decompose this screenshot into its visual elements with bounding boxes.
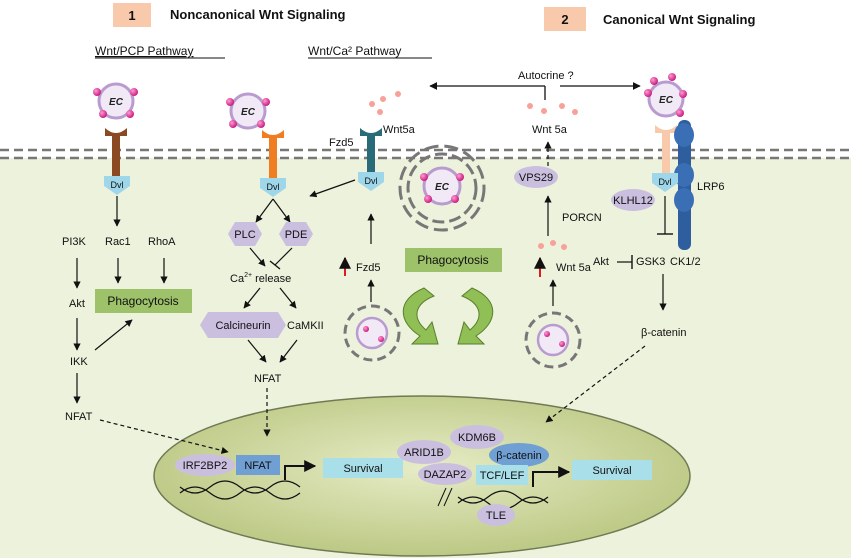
dvl-ca: Dvl — [260, 178, 286, 197]
dvl-canonical: Dvl — [652, 173, 678, 192]
svg-text:KDM6B: KDM6B — [458, 432, 496, 444]
dna-right-strand2 — [457, 490, 549, 504]
phagosome-left — [343, 304, 401, 362]
nfat-label-pcp: NFAT — [65, 411, 93, 423]
svg-text:TCF/LEF: TCF/LEF — [480, 470, 525, 482]
porcn-label: PORCN — [562, 212, 602, 224]
tss-arrow-right — [532, 466, 571, 487]
ck12-label: CK1/2 — [670, 256, 701, 268]
ec-cell-pcp: EC — [93, 82, 138, 120]
calcineurin-node: Calcineurin — [200, 312, 286, 338]
dna-left — [179, 486, 301, 500]
beta-catenin-nuclear-node: β-catenin — [489, 443, 549, 467]
camkii-label: CaMKII — [287, 320, 324, 332]
beta-catenin-label: β-catenin — [641, 327, 686, 339]
dvl-pcp: Dvl — [104, 176, 130, 195]
tcf-lef-node: TCF/LEF — [476, 465, 528, 485]
ca-release-label: Ca2+ release — [230, 272, 291, 285]
section-1-box — [113, 3, 151, 27]
phagocytosis-box-center — [405, 248, 502, 272]
survival-box-right — [572, 460, 652, 480]
svg-text:Calcineurin: Calcineurin — [215, 320, 270, 332]
svg-text:EC: EC — [241, 107, 256, 118]
receptor-ca — [262, 130, 284, 178]
pcp-pathway-title: Wnt/PCP Pathway — [95, 44, 193, 58]
svg-text:Survival: Survival — [343, 463, 382, 475]
svg-text:NFAT: NFAT — [244, 460, 272, 472]
dvl-fzd5: Dvl — [358, 172, 384, 191]
svg-text:Dvl: Dvl — [111, 180, 124, 190]
kdm6b-node: KDM6B — [450, 425, 504, 449]
fzd5-label: Fzd5 — [356, 262, 380, 274]
fzd5-label-top: Fzd5 — [329, 137, 353, 149]
wnt5a-label-mid: Wnt 5a — [532, 124, 568, 136]
svg-text:Dvl: Dvl — [267, 182, 280, 192]
nfat-nuclear-node: NFAT — [236, 455, 280, 475]
ec-cell-canonical: EC — [644, 73, 687, 118]
wnt5a-label-top: Wnt5a — [383, 124, 416, 136]
ikk-label: IKK — [70, 356, 88, 368]
svg-text:KLHL12: KLHL12 — [613, 195, 653, 207]
svg-text:EC: EC — [435, 182, 450, 193]
svg-text:Dvl: Dvl — [659, 177, 672, 187]
section-2-box — [544, 7, 586, 31]
akt-label-canonical: Akt — [593, 256, 609, 268]
phagocytic-cup: EC — [398, 144, 486, 232]
section-2-title: Canonical Wnt Signaling — [603, 12, 755, 27]
svg-text:PLC: PLC — [234, 229, 255, 241]
tle-node: TLE — [477, 504, 515, 526]
svg-text:Dvl: Dvl — [365, 176, 378, 186]
phagocytosis-box-pcp — [95, 289, 192, 313]
arid1b-node: ARID1B — [397, 440, 451, 464]
svg-text:EC: EC — [659, 95, 674, 106]
receptor-fzd5 — [360, 128, 382, 172]
lrp6-receptor — [674, 120, 694, 250]
svg-text:Survival: Survival — [592, 465, 631, 477]
receptor-pcp — [105, 128, 127, 176]
green-arrow-right — [457, 287, 494, 345]
dazap2-node: DAZAP2 — [418, 463, 472, 485]
plc-node: PLC — [228, 222, 262, 246]
lrp6-label: LRP6 — [697, 181, 725, 193]
svg-text:IRF2BP2: IRF2BP2 — [183, 460, 228, 472]
section-1-title: Noncanonical Wnt Signaling — [170, 7, 346, 22]
irf2bp2-node: IRF2BP2 — [175, 454, 235, 476]
section-1-number: 1 — [128, 8, 135, 23]
ca-pathway-title: Wnt/Ca² Pathway — [308, 44, 401, 58]
pde-node: PDE — [279, 222, 313, 246]
gsk3-label: GSK3 — [636, 256, 665, 268]
green-arrow-left — [402, 287, 439, 345]
ec-cell-ca: EC — [226, 92, 270, 130]
pi3k-label: PI3K — [62, 236, 87, 248]
svg-text:β-catenin: β-catenin — [496, 450, 541, 462]
vps29-node: VPS29 — [514, 166, 558, 188]
svg-text:PDE: PDE — [285, 229, 308, 241]
svg-text:ARID1B: ARID1B — [404, 447, 444, 459]
rhoa-label: RhoA — [148, 236, 176, 248]
rac1-label: Rac1 — [105, 236, 131, 248]
dna-break-2 — [443, 487, 453, 507]
wnt5a-label-bottom: Wnt 5a — [556, 262, 592, 274]
akt-label-pcp: Akt — [69, 298, 85, 310]
svg-text:Phagocytosis: Phagocytosis — [107, 294, 178, 308]
svg-text:Phagocytosis: Phagocytosis — [417, 253, 488, 267]
ec-label: EC — [109, 97, 124, 108]
dna-break-1 — [437, 487, 447, 507]
svg-text:VPS29: VPS29 — [519, 172, 553, 184]
phagosome-right — [524, 311, 582, 369]
section-2-number: 2 — [561, 12, 568, 27]
nfat-label-ca: NFAT — [254, 373, 282, 385]
svg-text:DAZAP2: DAZAP2 — [424, 469, 467, 481]
tss-arrow-left — [284, 460, 317, 480]
dna-left-strand2 — [179, 480, 301, 494]
autocrine-label: Autocrine ? — [518, 70, 574, 82]
survival-box-left — [323, 458, 403, 478]
klhl12-node: KLHL12 — [611, 189, 655, 211]
svg-text:TLE: TLE — [486, 510, 506, 522]
receptor-canonical — [655, 125, 677, 173]
